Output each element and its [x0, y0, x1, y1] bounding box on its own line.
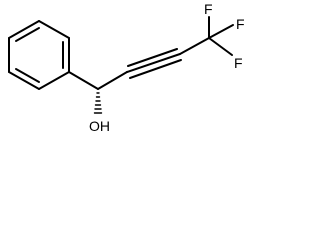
triple-bond-lower: [129, 59, 182, 79]
fluorine-label-bottom: F: [234, 55, 243, 71]
fluorine-label-top: F: [204, 1, 213, 17]
triple-bond-upper: [127, 48, 178, 67]
ring-bond-4: [38, 71, 70, 90]
hydroxyl-label: OH: [89, 118, 110, 134]
ring-to-chiral-carbon-bond: [68, 71, 99, 90]
chiral-carbon-to-alkyne-bond: [97, 71, 128, 90]
chemical-structure: F F F OH: [8, 1, 245, 134]
alkyne-to-cf3-bond: [179, 37, 210, 55]
hashed-wedge-bond: [93, 92, 103, 114]
cf-bond-right: [208, 24, 234, 39]
ring-bond-5: [8, 71, 40, 90]
triple-bond: [126, 48, 182, 79]
cf-bond-bottom: [208, 37, 233, 56]
triple-bond-center: [126, 53, 181, 73]
ring-double-bond-inner-1: [15, 27, 40, 42]
fluorine-label-right: F: [236, 16, 245, 32]
benzene-ring: [8, 20, 70, 90]
ring-bond-2: [38, 20, 70, 39]
ring-double-bond-inner-3: [15, 68, 40, 83]
ring-bond-1: [8, 20, 40, 39]
